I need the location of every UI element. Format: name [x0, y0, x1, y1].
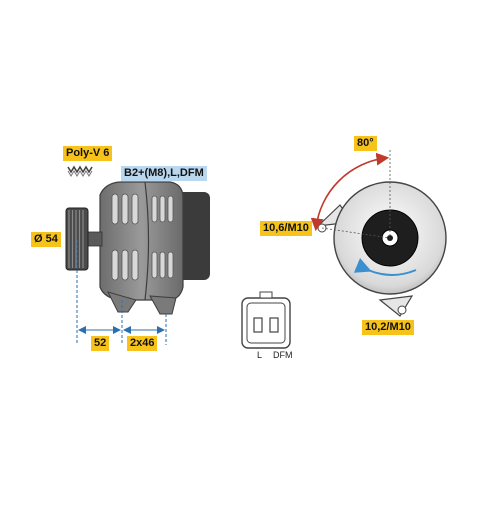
mount-upper-label: 10,6/M10 — [260, 221, 312, 236]
rear-cover — [175, 192, 210, 280]
angle-label: 80° — [354, 136, 377, 151]
pulley-diameter-label: Ø 54 — [31, 232, 61, 247]
mount-lower-label: 10,2/M10 — [362, 320, 414, 335]
terminal-label: B2+(M8),L,DFM — [121, 166, 207, 181]
dim-rear-label: 2x46 — [127, 336, 158, 351]
pin-dfm — [269, 317, 279, 333]
belt-label: Poly-V 6 — [63, 146, 113, 161]
pin-l-label: L — [257, 350, 263, 360]
dim-front-label: 52 — [91, 336, 110, 351]
alternator-side-view — [65, 181, 210, 315]
pin-l — [253, 317, 263, 333]
angle-indicator — [310, 150, 391, 239]
rotation-arrow — [353, 258, 417, 276]
connector-plug — [241, 291, 291, 349]
pin-dfm-label: DFM — [273, 350, 293, 360]
cooling-slots-front — [111, 193, 139, 281]
pulley — [65, 207, 89, 271]
alternator-front-view — [316, 181, 447, 317]
poly-v-icon — [67, 165, 93, 177]
cooling-slots-rear — [151, 195, 174, 279]
dimension-lines — [76, 240, 167, 345]
